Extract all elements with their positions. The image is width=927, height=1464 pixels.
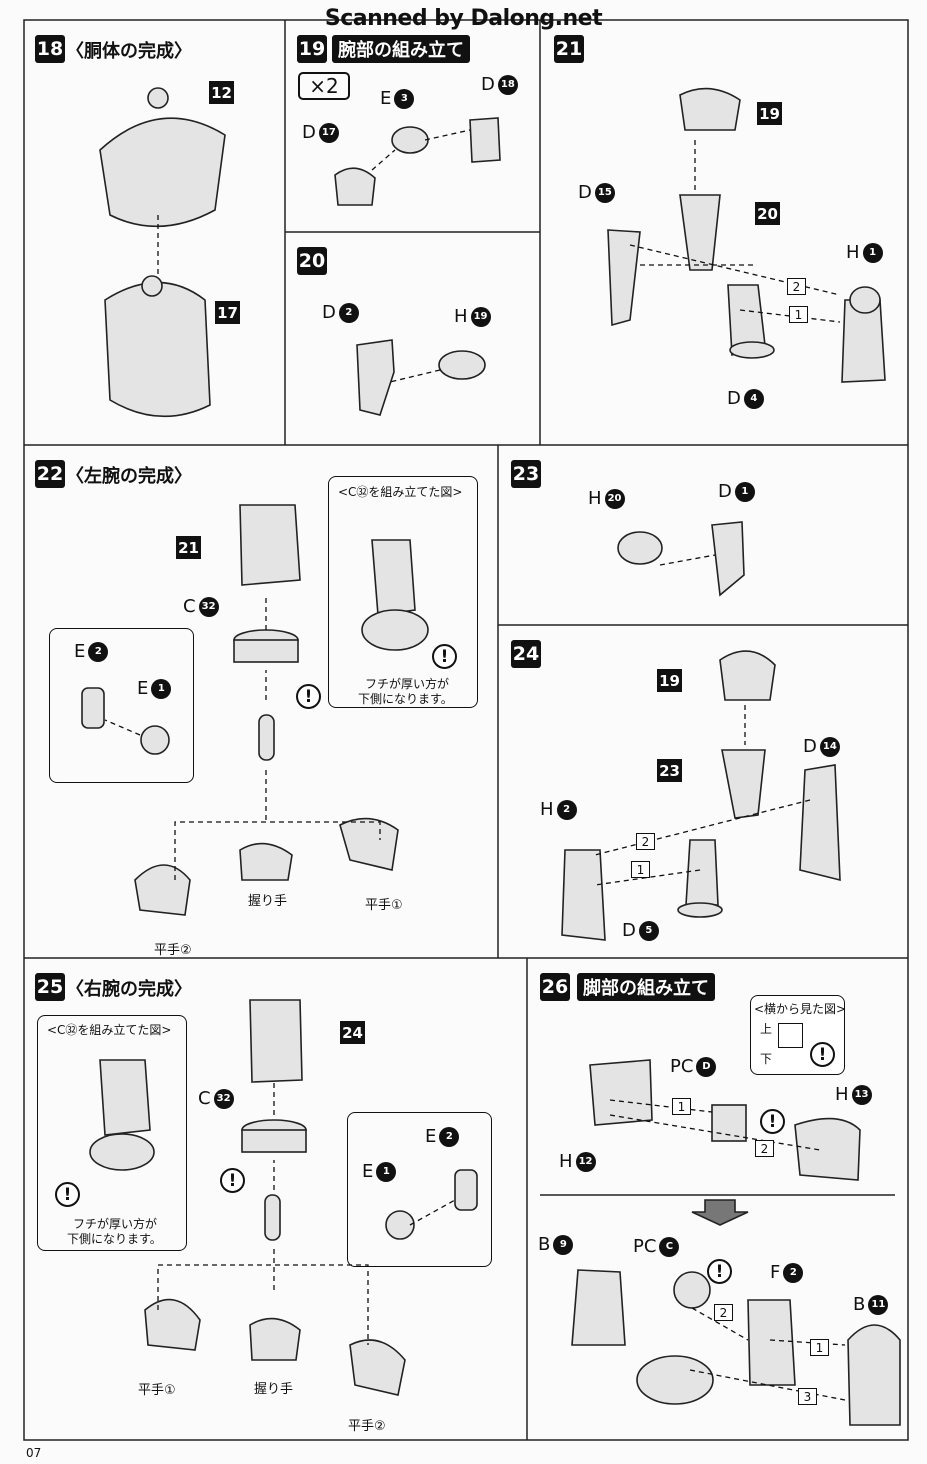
part-badge: 24: [340, 1021, 365, 1044]
step-25-number: 25: [35, 973, 65, 1001]
part-badge: 23: [657, 759, 682, 782]
part-badge: 19: [657, 669, 682, 692]
part-badge: 19: [757, 102, 782, 125]
part-drawings: [81, 87, 901, 1426]
joint-inset: [49, 628, 194, 783]
step-26-title: 脚部の組み立て: [577, 973, 715, 1001]
page-number: 07: [26, 1446, 42, 1460]
part-badge: 21: [176, 536, 201, 559]
inset-note: フチが厚い方が: [365, 677, 450, 691]
inset-note: 下側になります。: [358, 692, 453, 706]
order-number: 2: [755, 1140, 774, 1157]
step-18-number: 18: [35, 35, 65, 63]
caution-icon: !: [707, 1259, 732, 1284]
caution-icon: !: [220, 1168, 245, 1193]
hand-label: 平手①: [365, 898, 403, 913]
step-22-title: 〈左腕の完成〉: [66, 466, 192, 487]
inset-note: 下側になります。: [67, 1232, 162, 1246]
step-19-number: 19: [297, 35, 327, 63]
step-25-title: 〈右腕の完成〉: [66, 979, 192, 1000]
joint-inset: [347, 1112, 492, 1267]
caution-icon: !: [432, 644, 457, 669]
scan-watermark: Scanned by Dalong.net: [324, 6, 603, 31]
assembly-arrows: [104, 129, 846, 1401]
order-number: 2: [714, 1304, 733, 1321]
part-badge: 20: [755, 202, 780, 225]
order-number: 2: [787, 278, 806, 295]
hand-label: 平手②: [154, 943, 192, 958]
order-number: 3: [798, 1388, 817, 1405]
hand-label: 平手②: [348, 1419, 386, 1434]
step-20-number: 20: [297, 247, 327, 275]
order-number: 1: [810, 1339, 829, 1356]
hand-label: 握り手: [254, 1382, 294, 1397]
hand-label: 握り手: [248, 894, 288, 909]
side-view-part: [778, 1023, 803, 1048]
assembled-view-inset: [37, 1015, 187, 1251]
side-view-title: <横から見た図>: [754, 1002, 847, 1016]
step-18-title: 〈胴体の完成〉: [66, 41, 192, 62]
part-badge: 12: [209, 81, 234, 104]
part-badge: 17: [215, 301, 240, 324]
step-23-number: 23: [511, 460, 541, 488]
panel-borders: [23, 19, 909, 1441]
multiplier-box: ×2: [298, 72, 350, 100]
inset-title: <C㉜を組み立てた図>: [47, 1023, 172, 1037]
step-22-number: 22: [35, 460, 65, 488]
caution-icon: !: [296, 684, 321, 709]
step-21-number: 21: [554, 35, 584, 63]
caution-icon: !: [55, 1182, 80, 1207]
step-19-title: 腕部の組み立て: [332, 35, 470, 63]
side-view-top: 上: [760, 1022, 773, 1036]
order-number: 2: [636, 833, 655, 850]
order-number: 1: [789, 306, 808, 323]
side-view-bottom: 下: [760, 1052, 773, 1066]
step-24-number: 24: [511, 640, 541, 668]
inset-title: <C㉜を組み立てた図>: [338, 485, 463, 499]
assembled-view-inset: [328, 476, 478, 708]
inset-note: フチが厚い方が: [73, 1217, 158, 1231]
caution-icon: !: [810, 1042, 835, 1067]
caution-icon: !: [760, 1109, 785, 1134]
order-number: 1: [672, 1098, 691, 1115]
hand-label: 平手①: [138, 1383, 176, 1398]
order-number: 1: [631, 861, 650, 878]
step-26-number: 26: [540, 973, 570, 1001]
